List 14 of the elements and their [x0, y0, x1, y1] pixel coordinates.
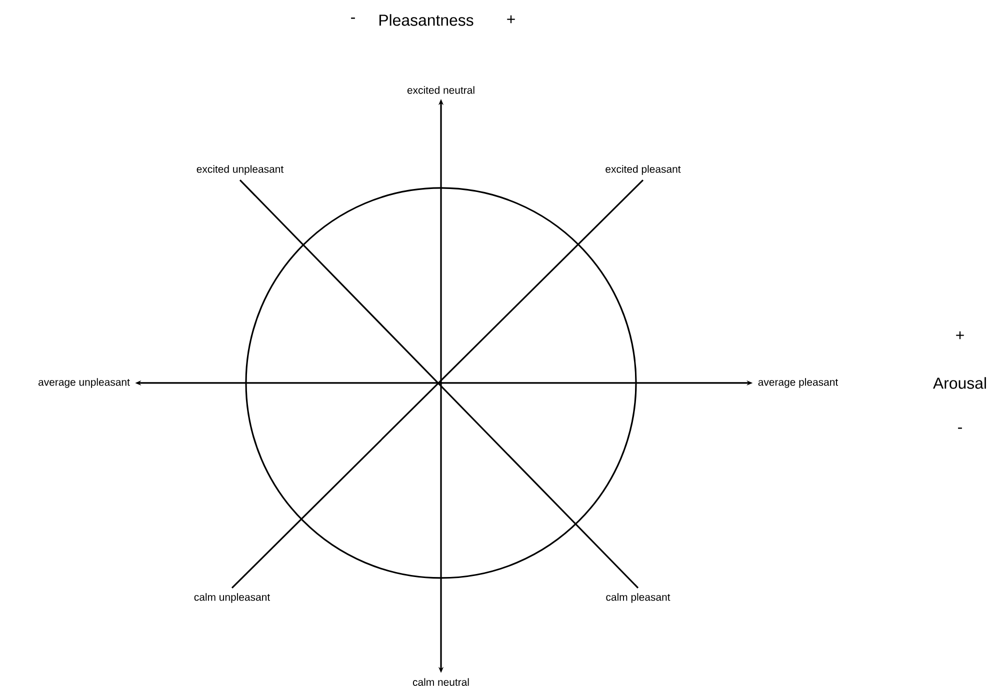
dimension-label: + [956, 331, 964, 340]
dimension-label: - [351, 18, 355, 19]
axis-label: calm unpleasant [194, 593, 270, 603]
axis-label: average unpleasant [38, 378, 130, 388]
dimension-label: + [507, 15, 515, 24]
axis-label: excited unpleasant [196, 165, 284, 175]
dimension-label: Arousal [933, 377, 986, 389]
axis-label: average pleasant [758, 378, 838, 388]
axis-label: excited neutral [407, 86, 474, 94]
axis-label: excited pleasant [606, 165, 681, 175]
axis-label: calm pleasant [606, 593, 670, 603]
dimension-label: - [958, 428, 962, 429]
dimension-label: Pleasantness [379, 14, 474, 26]
axis-label: calm neutral [412, 678, 469, 686]
